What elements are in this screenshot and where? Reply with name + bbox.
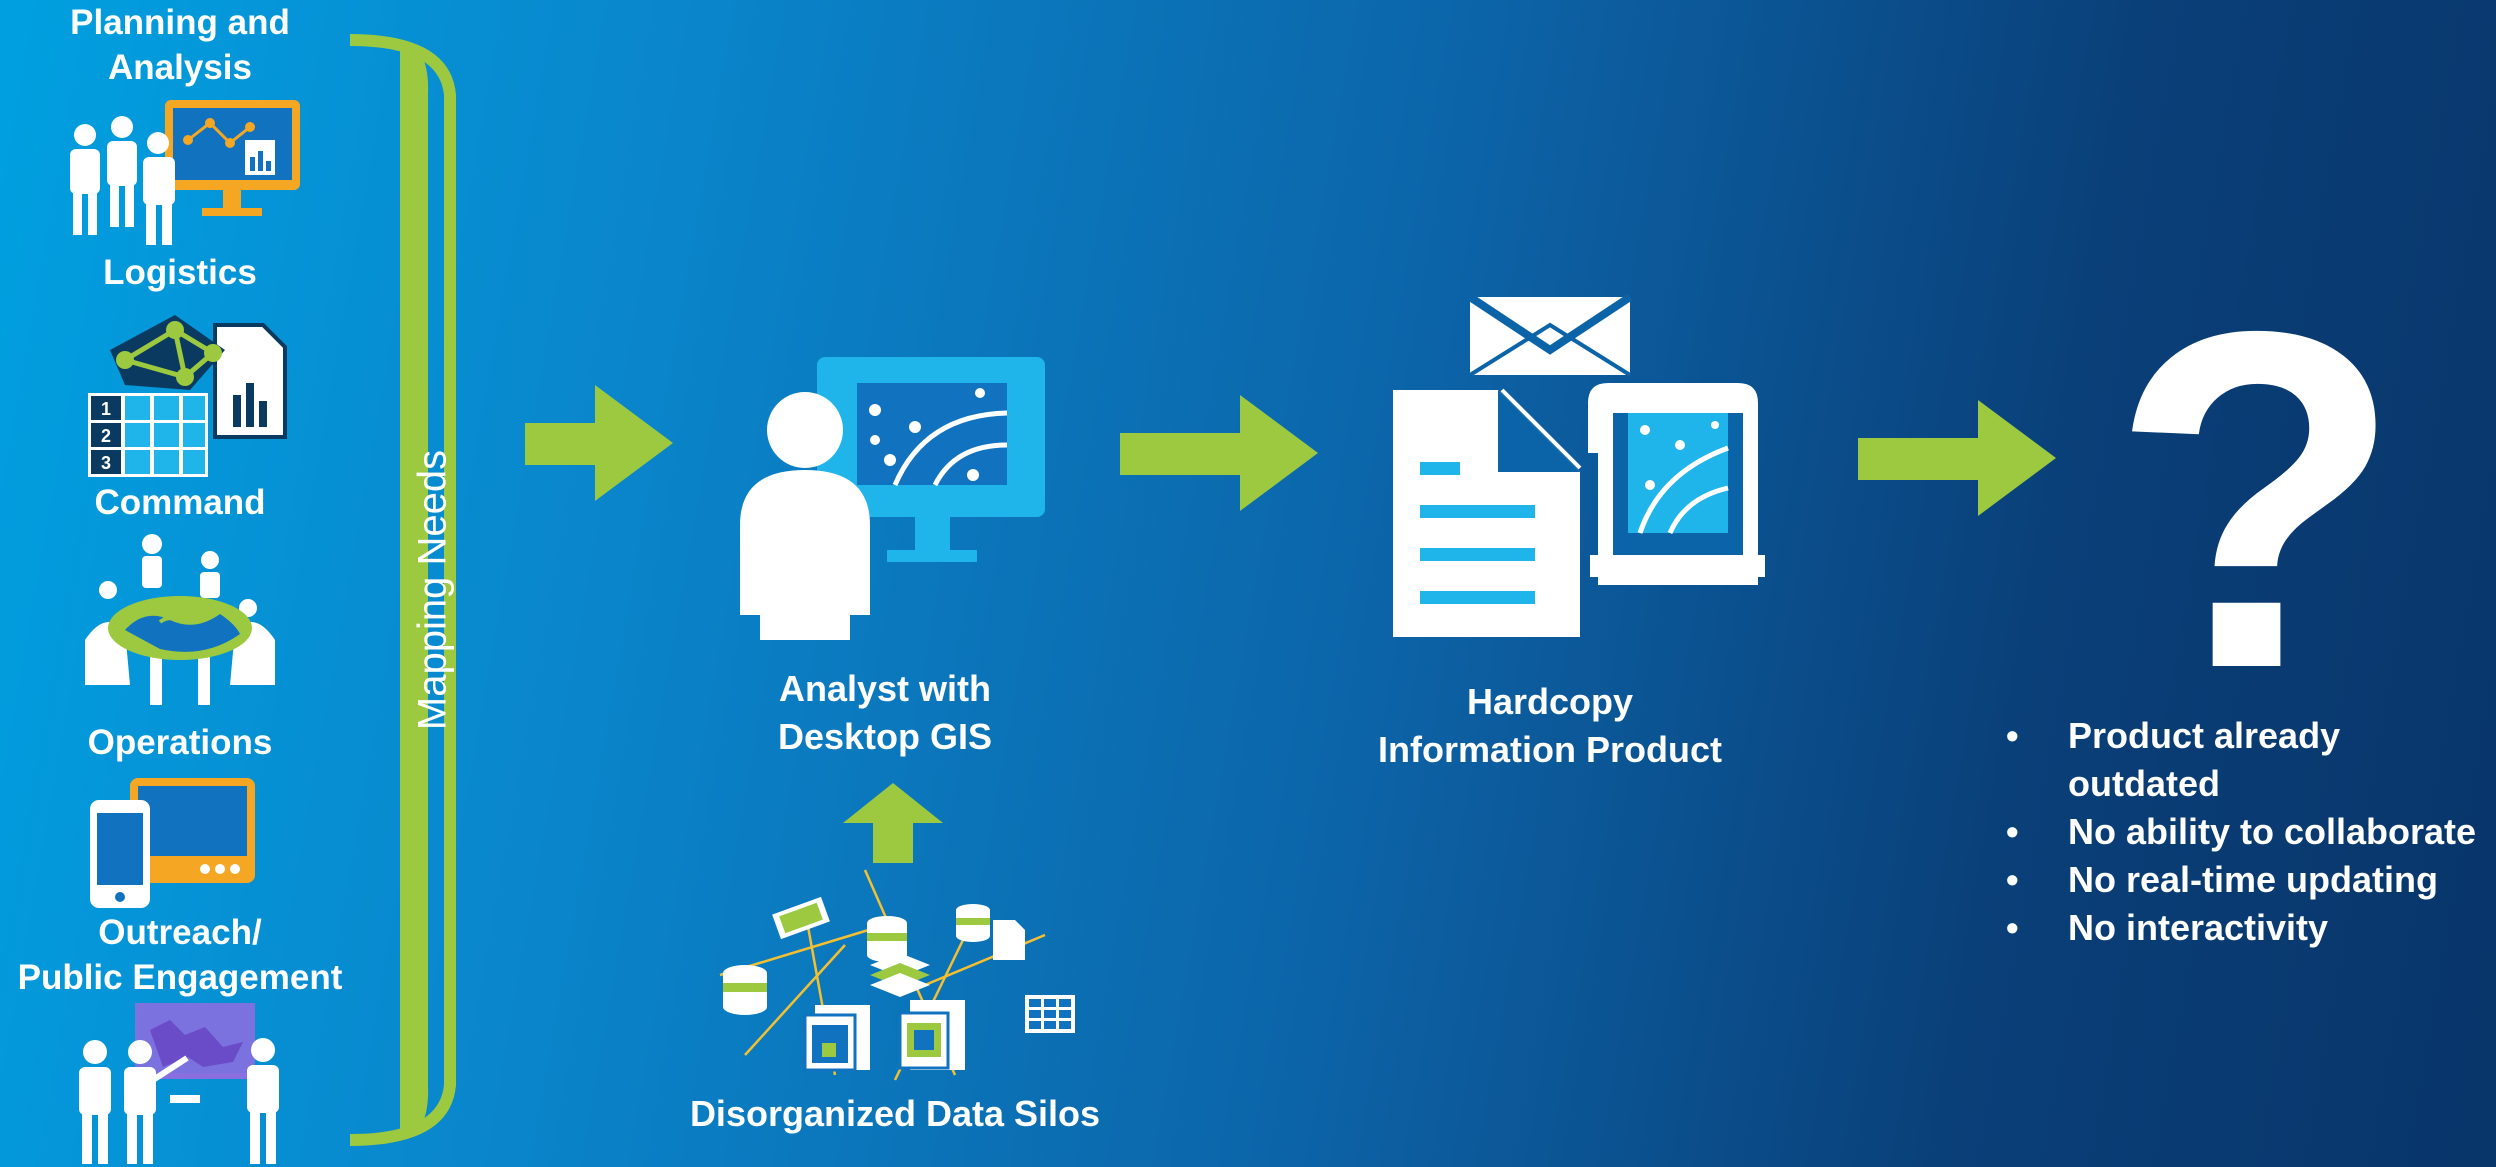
- bullet-dot: •: [2006, 907, 2019, 948]
- bullet-item: • No interactivity: [2000, 904, 2496, 952]
- arrow-right-3: [1858, 400, 2056, 516]
- operations-label: Operations: [87, 723, 273, 762]
- mapping-needs-bracket: [349, 34, 456, 1146]
- question-mark: ?: [2110, 231, 2404, 768]
- bullet-text: No real-time updating: [2068, 859, 2439, 900]
- presentation-icon: [79, 1003, 279, 1164]
- bullet-dot: •: [2006, 859, 2019, 900]
- bullet-dot: •: [2006, 715, 2019, 756]
- planning-analysis-label: Planning and Analysis: [70, 3, 290, 87]
- analyst-desktop-icon: [740, 357, 1045, 640]
- team-with-monitor-icon: [70, 100, 300, 245]
- bullet-item: • No ability to collaborate: [2000, 808, 2496, 856]
- print-document-icon: [1393, 293, 1765, 637]
- command-label: Command: [94, 483, 266, 522]
- network-and-report-icon: 1 2 3: [88, 315, 287, 477]
- table-number-1: 1: [101, 399, 111, 419]
- bullet-text: Product already outdated: [2068, 715, 2341, 804]
- table-number-2: 2: [101, 426, 111, 446]
- mobile-devices-icon: [90, 778, 255, 908]
- mapping-needs-label: Mapping Needs: [410, 449, 455, 731]
- bullet-text: No interactivity: [2068, 907, 2329, 948]
- scattered-data-icon: [719, 869, 1075, 1081]
- bullet-item: • No real-time updating: [2000, 856, 2496, 904]
- hardcopy-label: Hardcopy Information Product: [1378, 681, 1722, 770]
- bullet-item: • Product already outdated: [2000, 712, 2496, 808]
- logistics-label: Logistics: [103, 253, 257, 292]
- arrow-right-1: [525, 385, 673, 501]
- meeting-table-icon: [85, 534, 275, 705]
- data-silos-label: Disorganized Data Silos: [689, 1093, 1101, 1134]
- bullet-text: No ability to collaborate: [2068, 811, 2477, 852]
- table-number-3: 3: [101, 453, 111, 473]
- analyst-label: Analyst with Desktop GIS: [777, 668, 993, 757]
- outreach-label: Outreach/ Public Engagement: [17, 913, 343, 997]
- arrow-right-2: [1120, 395, 1318, 511]
- bullet-dot: •: [2006, 811, 2019, 852]
- arrow-up: [843, 783, 943, 863]
- limitations-list: • Product already outdated • No ability to…: [2000, 712, 2496, 952]
